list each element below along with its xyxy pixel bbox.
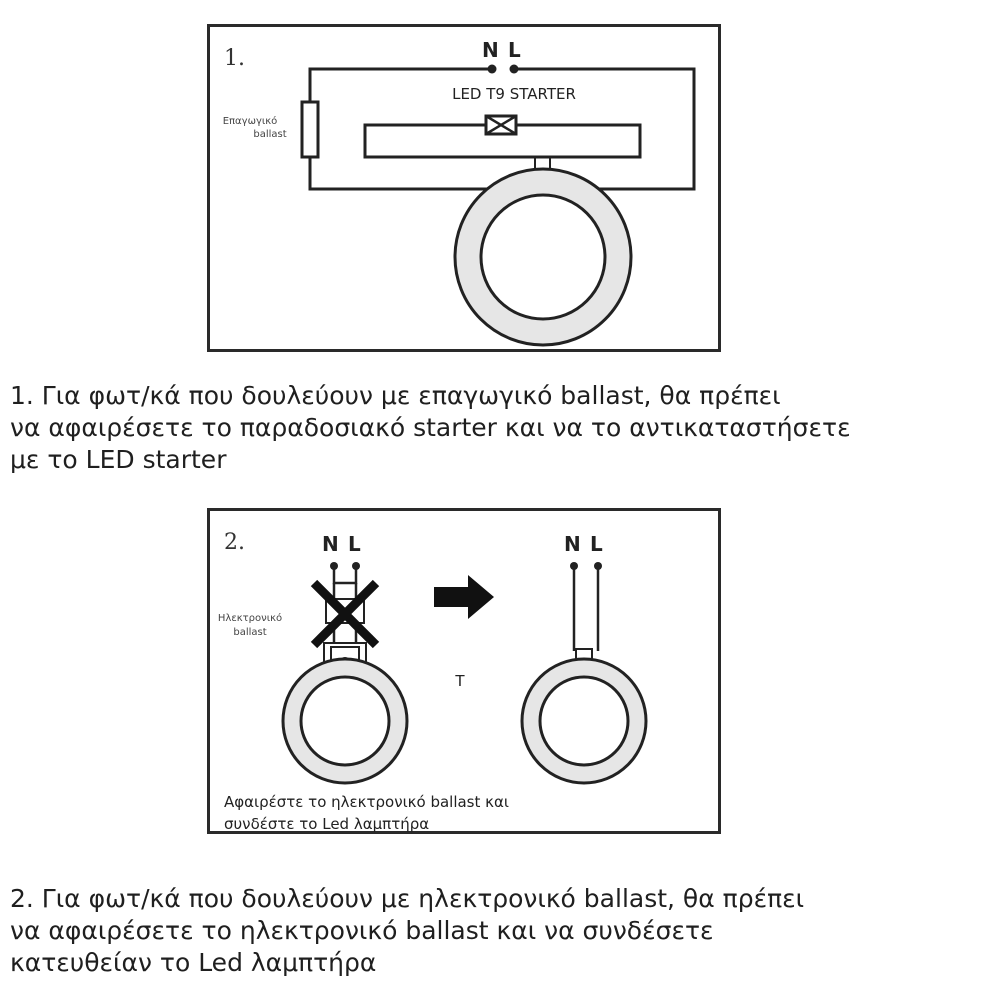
ballast-label-line2: ballast	[253, 129, 286, 140]
caption-2: 2. Για φωτ/κά που δουλεύουν με ηλεκτρονι…	[10, 884, 805, 977]
right-wires	[572, 566, 600, 651]
note-line1: Αφαιρέστε το ηλεκτρονικό ballast και	[224, 793, 509, 811]
circular-lamp-icon	[453, 167, 633, 347]
diagram-panel-1: 1. N L Επαγωγικό ballast LED T9 STARTER	[207, 24, 721, 352]
starter-icon	[484, 114, 518, 136]
ballast-label-line1: Επαγωγικό	[223, 115, 278, 127]
diagram-panel-2: 2. N L Ηλεκτρονικό ballast	[207, 508, 721, 834]
circular-lamp-icon	[281, 657, 409, 785]
diagram-number: 1.	[224, 46, 245, 71]
terminal-n-label: N	[322, 532, 339, 556]
ballast-box-icon	[300, 100, 320, 159]
note-line2: συνδέστε το Led λαμπτήρα	[224, 815, 429, 833]
wiring-loop	[308, 67, 696, 191]
caption-1: 1. Για φωτ/κά που δουλεύουν με επαγωγικό…	[10, 381, 851, 474]
wiring-diagram-2: 2. N L Ηλεκτρονικό ballast	[218, 530, 648, 833]
circular-lamp-icon	[520, 657, 648, 785]
terminal-n-label: N	[482, 38, 499, 62]
starter-label: LED T9 STARTER	[452, 85, 576, 103]
diagram-number: 2.	[224, 530, 245, 555]
terminal-l-label: L	[508, 38, 521, 62]
ballast-label-line2: ballast	[233, 627, 266, 638]
terminal-n-label-right: N	[564, 532, 581, 556]
terminal-l-label: L	[348, 532, 361, 556]
cross-mark-icon	[310, 579, 380, 649]
middle-letter: T	[454, 672, 465, 690]
terminal-l-label-right: L	[590, 532, 603, 556]
arrow-right-icon	[434, 575, 494, 619]
ballast-label-line1: Ηλεκτρονικό	[218, 612, 282, 624]
wiring-diagram-1: 1. N L Επαγωγικό ballast LED T9 STARTER	[223, 38, 696, 347]
